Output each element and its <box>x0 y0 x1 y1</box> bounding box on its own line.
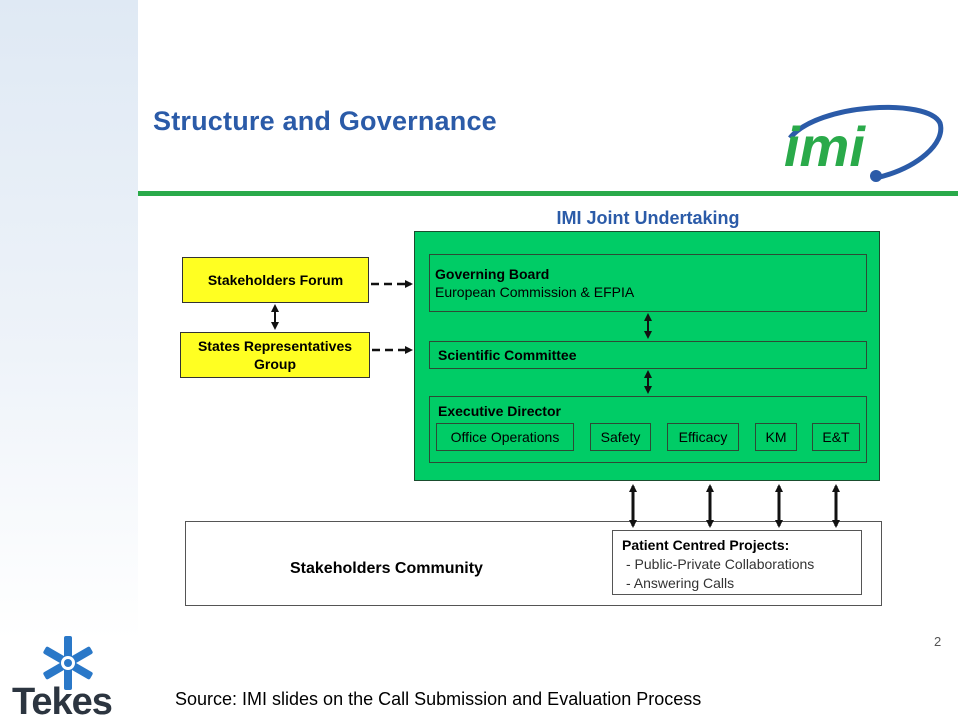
imi-logo-text: imi <box>784 115 866 178</box>
tekes-logo-text: Tekes <box>12 681 113 723</box>
title-divider <box>138 191 958 196</box>
patient-centred-projects-title: Patient Centred Projects: <box>622 537 790 553</box>
sidebar-gradient <box>0 0 138 640</box>
executive-director-title: Executive Director <box>438 403 561 419</box>
states-representatives-group-label: States Representatives Group <box>197 338 353 372</box>
unit-office-operations: Office Operations <box>436 423 574 451</box>
states-representatives-group-box: States Representatives Group <box>180 332 370 378</box>
executive-director-box: Executive Director <box>429 396 867 463</box>
slide-title: Structure and Governance <box>153 106 497 136</box>
pcp-item-answering-calls: - Answering Calls <box>626 575 735 591</box>
scientific-committee-box: Scientific Committee <box>429 341 867 369</box>
source-caption: Source: IMI slides on the Call Submissio… <box>175 689 702 709</box>
imi-logo: imi <box>784 104 944 182</box>
unit-km: KM <box>755 423 797 451</box>
joint-undertaking-title: IMI Joint Undertaking <box>556 208 740 228</box>
pcp-item-public-private: - Public-Private Collaborations <box>626 556 815 572</box>
unit-efficacy: Efficacy <box>667 423 739 451</box>
page-number: 2 <box>934 634 942 649</box>
governing-board-box: Governing Board European Commission & EF… <box>429 254 867 312</box>
stakeholders-forum-box: Stakeholders Forum <box>182 257 369 303</box>
unit-safety: Safety <box>590 423 651 451</box>
governing-board-title: Governing Board <box>435 266 550 282</box>
joint-undertaking-box <box>414 231 880 481</box>
governing-board-subtitle: European Commission & EFPIA <box>435 284 635 300</box>
unit-et: E&T <box>812 423 860 451</box>
tekes-snowflake-icon <box>43 636 93 690</box>
patient-centred-projects-box: Patient Centred Projects: - Public-Priva… <box>612 530 862 595</box>
stakeholders-community-label: Stakeholders Community <box>290 560 483 577</box>
